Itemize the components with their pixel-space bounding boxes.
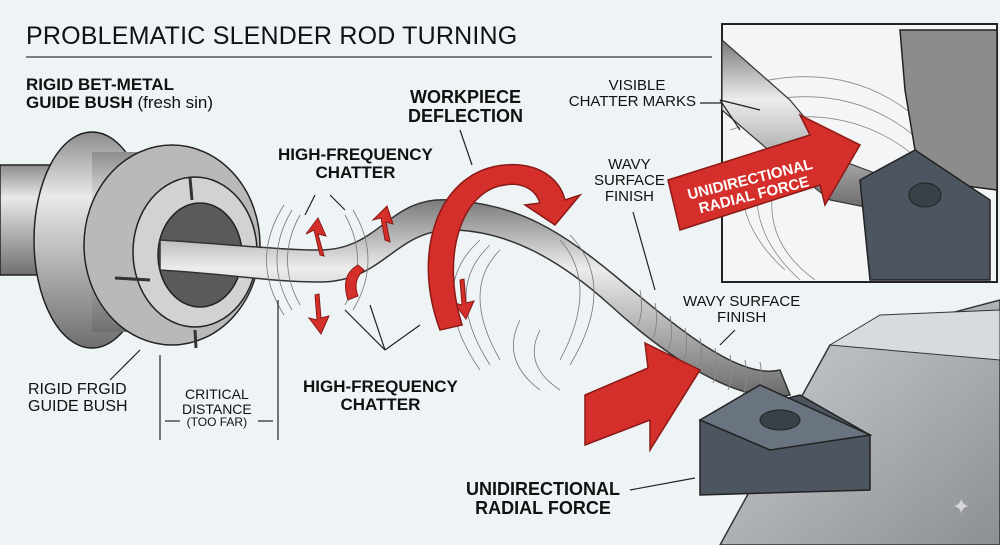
label-line: HIGH-FREQUENCY [303,377,458,396]
radial-force-bottom-label: UNIDIRECTIONAL RADIAL FORCE [466,480,620,518]
critical-distance-label: CRITICAL DISTANCE (TOO FAR) [182,387,252,429]
label-note: (fresh sin) [137,92,214,112]
label-line: UNIDIRECTIONAL [466,479,620,499]
workpiece-deflection-arrow [427,163,583,331]
cutting-insert [698,384,873,496]
label-line: HIGH-FREQUENCY [278,145,433,164]
label-line: RIGID FRGID [28,381,127,398]
label-line: SURFACE [594,171,665,189]
label-line: GUIDE BUSH [28,397,128,415]
label-line: CHATTER [315,162,396,182]
wavy-surface-mid-label: WAVY SURFACE FINISH [594,157,665,204]
label-line: FINISH [717,308,767,326]
inset-detail-view [667,23,998,283]
label-line: CRITICAL [184,386,249,402]
label-line: CHATTER [340,394,421,414]
label-line: RADIAL FORCE [475,497,611,518]
chatter-arrow-up-right [371,205,394,243]
chatter-bottom-label: HIGH-FREQUENCY CHATTER [303,378,458,414]
label-line: WAVY [608,156,651,173]
label-line: CHATTER MARKS [568,92,696,110]
label-line: WAVY SURFACE [683,293,801,310]
radial-force-arrow [584,341,702,453]
label-line: WORKPIECE [409,87,521,107]
label-line: FINISH [604,187,655,205]
label-line: GUIDE BUSH [26,92,133,112]
wavy-surface-low-label: WAVY SURFACE FINISH [683,294,800,326]
label-line: RIGID BET-METAL [26,75,174,94]
page-title: PROBLEMATIC SLENDER ROD TURNING [26,22,518,50]
label-line: DISTANCE [182,400,252,417]
guide-bush-bottom-label: RIGID FRGID GUIDE BUSH [28,381,128,416]
visible-chatter-label: VISIBLE CHATTER MARKS [558,78,696,110]
chatter-arrow-down-right [452,278,475,320]
chatter-arrow-up-left [305,217,327,257]
workpiece-deflection-label: WORKPIECE DEFLECTION [408,88,523,126]
inset-radial-force-arrow [667,113,862,231]
sparkle-icon: ✦ [952,494,971,519]
chatter-arrow-down-left [307,293,330,335]
guide-bush-top-label: RIGID BET-METAL GUIDE BUSH (fresh sin) [26,76,213,112]
leader-lines [109,99,761,491]
chatter-top-label: HIGH-FREQUENCY CHATTER [278,146,433,182]
guide-bush-illustration [0,131,261,349]
chatter-arrows [305,205,475,335]
chatter-arrow-curl [345,264,365,301]
label-line: VISIBLE [608,77,666,94]
label-line: DEFLECTION [408,105,523,126]
label-note: (TOO FAR) [186,415,248,430]
